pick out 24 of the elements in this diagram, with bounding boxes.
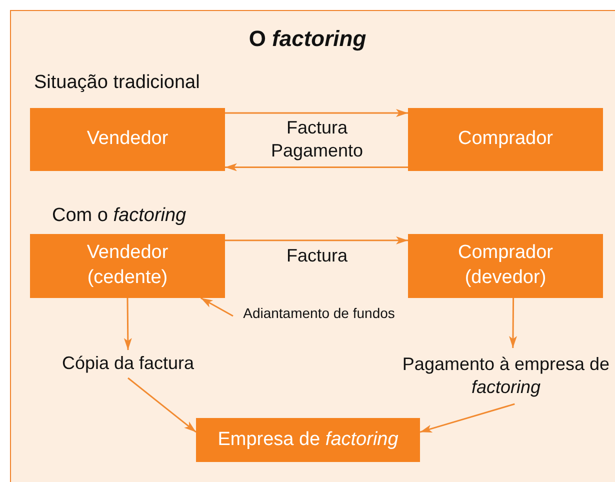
box-label: Comprador (devedor) [456,241,554,290]
title: O factoring [248,26,368,52]
box-label: Empresa de factoring [218,428,398,452]
arrow [200,297,234,317]
arrow [225,163,408,172]
arrow [420,403,515,433]
box-label: Comprador [458,127,554,152]
flow-text: Pagamento à empresa de factoring [398,348,614,404]
flow-text: Cópia da factura [40,350,216,378]
arrow [225,236,408,244]
arrow [124,298,132,350]
arrow [509,298,517,348]
section-heading: Situação tradicional [34,72,200,94]
process-box [408,234,603,298]
process-box [30,108,225,171]
process-box [408,108,603,171]
process-box [30,234,225,298]
process-box [196,418,420,462]
arrow [128,377,196,433]
box-label: Vendedor (cedente) [86,241,170,290]
box-label: Vendedor [86,127,168,152]
section-heading: Com o factoring [52,205,186,227]
arrow [225,109,408,118]
flow-text: Adiantamento de fundos [233,303,405,323]
